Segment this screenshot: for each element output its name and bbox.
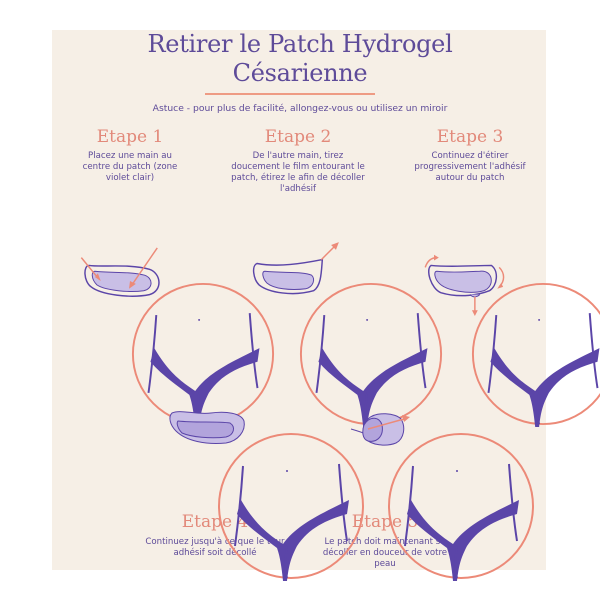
step-4-description: Continuez jusqu'à ce que le tour adhésif… [125,537,305,559]
step-1-title: Etape 1 [96,127,164,147]
step-5-illustration [350,413,461,506]
step-3-title: Etape 3 [436,127,504,147]
step-4-title: Etape 4 [181,512,249,532]
step-1-illustration [80,247,203,354]
desc-line: autour du patch [435,173,505,183]
step-2-title: Etape 2 [264,127,332,147]
desc-line: décoller en douceur de votre [322,548,448,558]
step-5-description: Le patch doit maintenant se décoller en … [300,537,470,570]
step-3-description: Continuez d'étirer progressivement l'adh… [390,151,550,184]
desc-line: Placez une main au [88,151,172,161]
step-5-title: Etape 5 [351,512,419,532]
desc-line: patch, étirez le afin de décoller [231,173,365,183]
desc-line: doucement le film entourant le [231,162,365,172]
desc-line: De l'autre main, tirez [252,151,344,161]
desc-line: progressivement l'adhésif [414,162,526,172]
desc-line: Continuez d'étirer [431,151,509,161]
step-1-description: Placez une main au centre du patch (zone… [50,151,210,184]
title-line-2: Césarienne [232,59,368,87]
desc-line: violet clair) [105,173,155,183]
desc-line: adhésif soit décollé [173,548,257,558]
desc-line: Continuez jusqu'à ce que le tour [145,537,285,547]
desc-line: peau [374,559,396,569]
title-divider [205,93,375,95]
step-3-illustration [424,254,543,354]
tip-text: Astuce - pour plus de facilité, allongez… [152,103,448,114]
desc-line: l'adhésif [279,184,317,194]
title-line-1: Retirer le Patch Hydrogel [147,30,453,58]
desc-line: Le patch doit maintenant se [324,537,446,547]
step-4-illustration [169,411,291,506]
desc-line: centre du patch (zone [82,162,178,172]
infographic-panel [52,30,546,570]
page-title: Retirer le Patch Hydrogel Césarienne [0,30,600,88]
step-2-description: De l'autre main, tirez doucement le film… [208,151,388,195]
step-2-illustration [252,242,371,354]
